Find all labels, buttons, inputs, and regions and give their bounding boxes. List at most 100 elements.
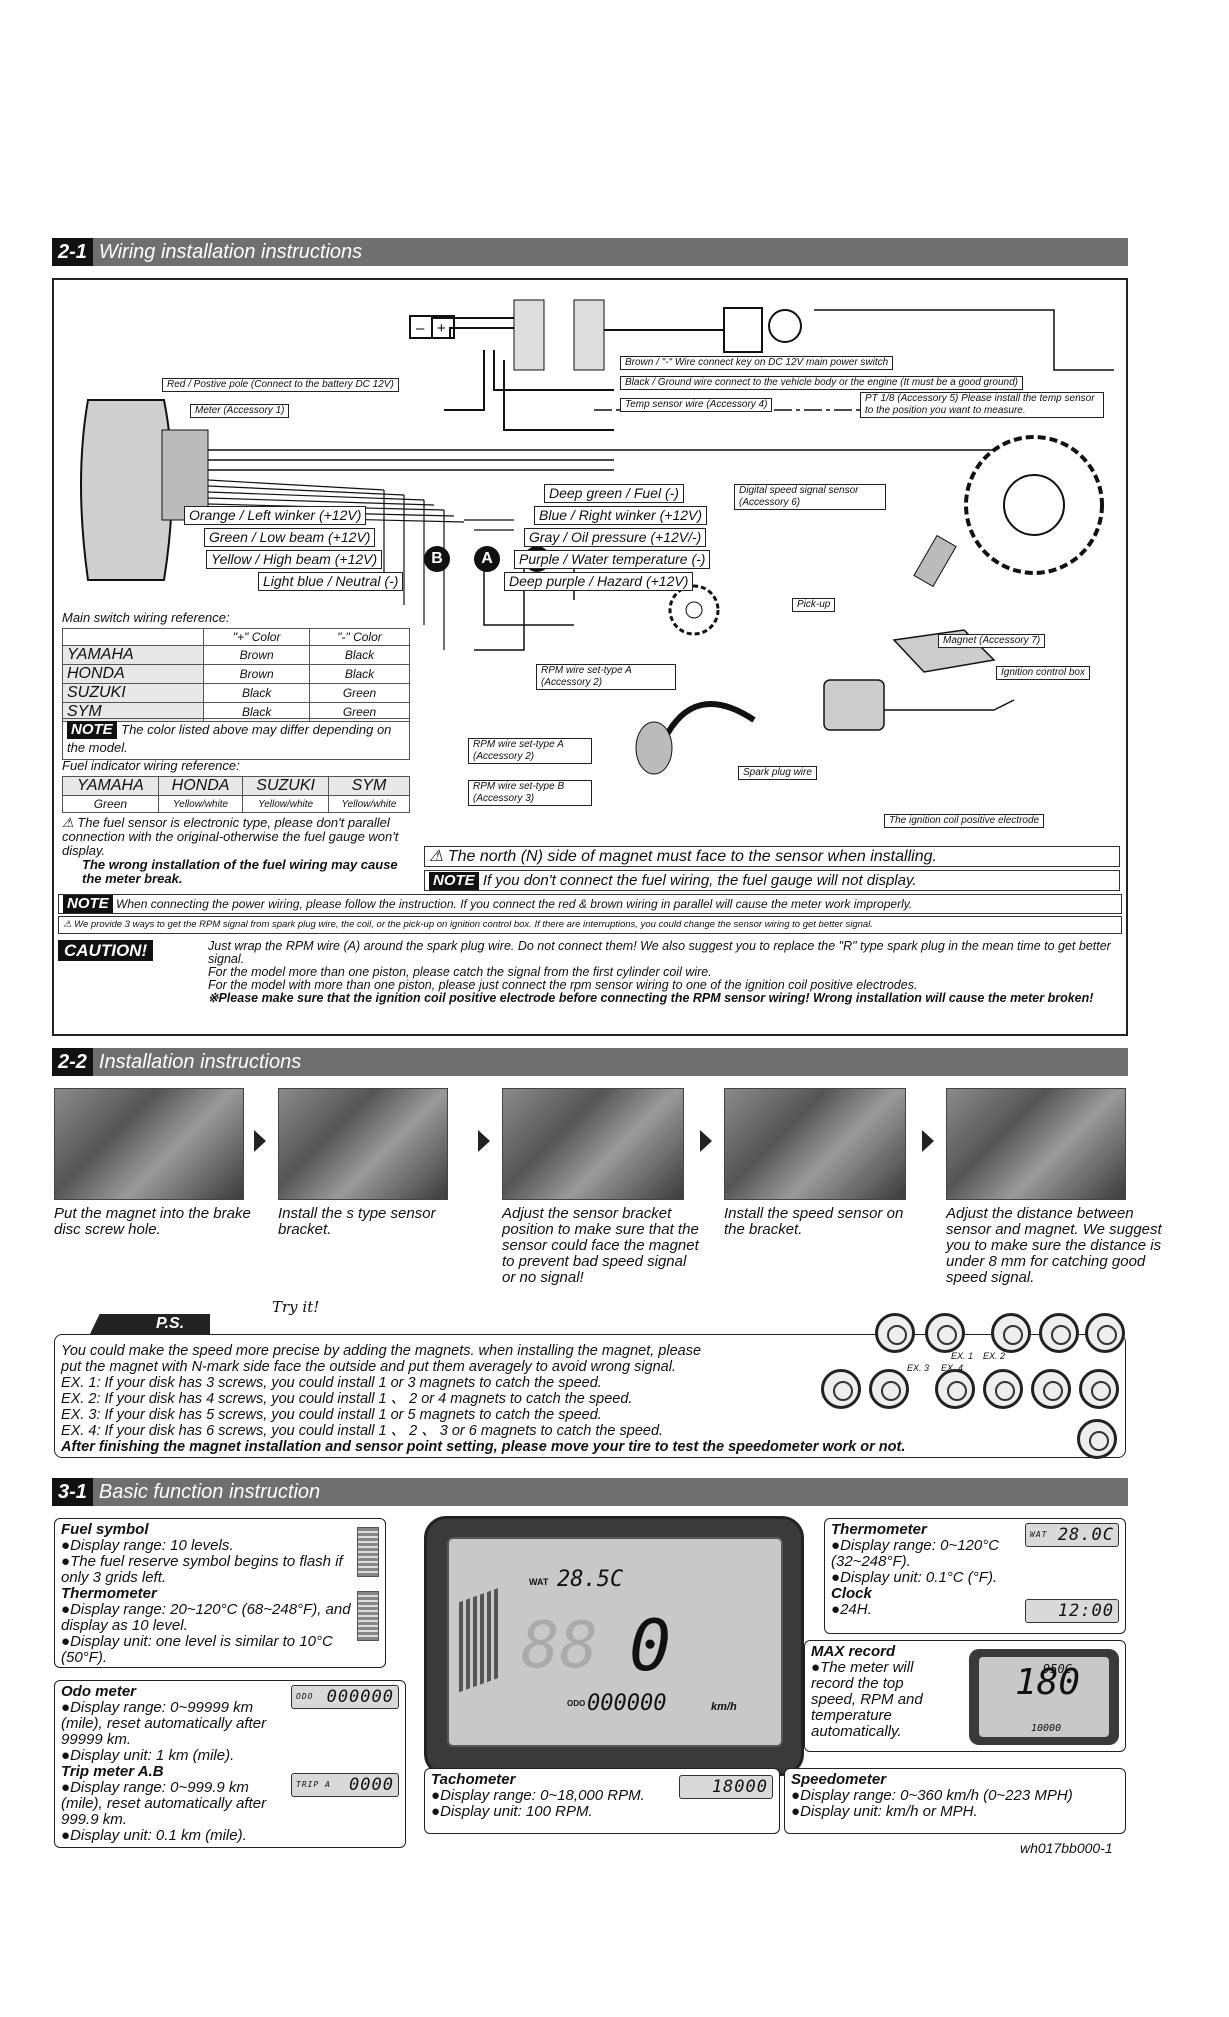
thermo-left-title: Thermometer [61,1585,157,1602]
step-photo-5 [946,1088,1126,1200]
north-warning-box: ⚠ The north (N) side of magnet must face… [424,846,1120,867]
label-pickup: Pick-up [792,598,836,612]
label-black-wire: Black / Ground wire connect to the vehic… [620,376,1024,390]
max-mini-temp: 950C [1043,1662,1072,1676]
connector-b-badge: B [424,546,450,572]
table-cell: SUZUKI [242,776,329,796]
ps-line: EX. 3: If your disk has 5 screws, you co… [61,1407,602,1423]
table-cell: Black [203,702,310,722]
wat-tag: WAT [529,1577,549,1587]
section-number: 2-1 [52,238,93,266]
label-magnet: Magnet (Accessory 7) [938,634,1046,648]
clock-line: ●24H. [831,1601,872,1618]
wire-deep-purple: Deep purple / Hazard (+12V) [504,572,694,591]
label-red-wire: Red / Postive pole (Connect to the batte… [162,378,399,392]
step-photo-3 [502,1088,684,1200]
ps-badge: P.S. [156,1315,185,1332]
thermo-clock-box: Thermometer ●Display range: 0~120°C (32~… [824,1518,1126,1634]
disc-icon [991,1313,1031,1353]
disc-icon [1079,1369,1119,1409]
fuel-ref-title: Fuel indicator wiring reference: [62,758,240,773]
connector-a-badge: A [474,546,500,572]
ps-signature: Try it! [272,1298,320,1316]
temp-gauge-icon [357,1591,379,1641]
label-rpm-b: RPM wire set-type B (Accessory 3) [468,780,592,806]
meter-lcd-panel: WAT 28.5C 88 0 ODO 000000 km/h [447,1537,783,1747]
table-row: YAMAHA Brown Black [61,645,410,665]
thermo-right-line: ●Display unit: 0.1°C (°F). [831,1569,998,1586]
table-cell [61,628,205,646]
caution-bold-line: ※Please make sure that the ignition coil… [208,991,1094,1005]
label-rpm-a2: RPM wire set-type A (Accessory 2) [468,738,592,764]
wire-yellow: Yellow / High beam (+12V) [206,550,383,569]
thermo-right-line: ●Display range: 0~120°C (32~248°F). [831,1537,1000,1570]
label-temp-sensor: Temp sensor wire (Accessory 4) [620,398,773,412]
trip-title: Trip meter A.B [61,1763,164,1780]
fuel-warning-bold: The wrong installation of the fuel wirin… [82,857,398,886]
north-warning-text: The north (N) side of magnet must face t… [447,848,937,865]
step-caption-3: Adjust the sensor bracket position to ma… [502,1205,699,1286]
label-spark-plug: Spark plug wire [738,766,817,780]
warning-triangle-icon: ⚠ [62,815,74,830]
section-number: 3-1 [52,1478,93,1506]
tacho-line: ●Display unit: 100 RPM. [431,1803,593,1820]
step-photo-2 [278,1088,448,1200]
section-title: Basic function instruction [98,1481,321,1503]
main-switch-table: "+" Color "-" Color YAMAHA Brown Black H… [61,628,410,722]
label-digital-speed: Digital speed signal sensor (Accessory 6… [734,484,886,510]
meter-speed-ghost: 88 [521,1609,599,1683]
tire-rotation-icon [1077,1419,1117,1459]
wire-purple: Purple / Water temperature (-) [514,550,711,569]
wiring-diagram-lines: –+ [80,299,1114,775]
ps-line: EX. 1: If your disk has 3 screws, you co… [61,1375,602,1391]
table-row: HONDA Brown Black [61,664,410,684]
table-cell: "+" Color [203,628,310,646]
wire-orange: Orange / Left winker (+12V) [184,506,367,525]
fuel-note-text: If you don't connect the fuel wiring, th… [482,872,917,889]
max-mini-meter: 950C 180 10000 [969,1649,1119,1745]
ps-line: EX. 2: If your disk has 4 screws, you co… [61,1391,633,1407]
main-switch-title: Main switch wiring reference: [62,610,230,625]
caution-block: CAUTION! Just wrap the RPM wire (A) arou… [58,940,1122,1018]
section-number: 2-2 [52,1048,93,1076]
table-cell: Green [62,795,159,813]
table-cell: HONDA [157,776,244,796]
speedometer-box: Speedometer ●Display range: 0~360 km/h (… [784,1768,1126,1834]
table-row: SYM Black Green [61,702,410,722]
table-cell: SUZUKI [61,683,205,703]
label-ignition-box: Ignition control box [996,666,1090,680]
speedo-title: Speedometer [791,1771,887,1788]
disc-icon [821,1369,861,1409]
label-coil-electrode: The ignition coil positive electrode [884,814,1045,828]
arrow-right-icon [922,1130,934,1152]
fuel-gauge-icon [357,1527,379,1577]
table-cell: "-" Color [309,628,410,646]
step-caption-1: Put the magnet into the brake disc screw… [54,1205,251,1238]
table-cell: Black [309,645,410,665]
tachometer-box: Tachometer ●Display range: 0~18,000 RPM.… [424,1768,780,1834]
wiring-diagram-frame: –+ [52,278,1128,1036]
disc-icon [983,1369,1023,1409]
fuel-symbol-line: ●Display range: 10 levels. [61,1537,234,1554]
odo-title: Odo meter [61,1683,137,1700]
table-row: SUZUKI Black Green [61,683,410,703]
tacho-title: Tachometer [431,1771,516,1788]
ex-label: EX. 3 [907,1363,930,1373]
fuel-warning-text: The fuel sensor is electronic type, plea… [62,815,399,858]
note-color-box: NOTE The color listed above may differ d… [62,718,410,760]
meter-display: WAT 28.5C 88 0 ODO 000000 km/h [424,1516,804,1776]
arrow-right-icon [478,1130,490,1152]
table-cell: Brown [203,664,310,684]
section-title: Wiring installation instructions [98,241,363,263]
step-photo-4 [724,1088,906,1200]
wire-gray: Gray / Oil pressure (+12V/-) [524,528,707,547]
caution-line: Just wrap the RPM wire (A) around the sp… [208,939,1111,966]
warning-triangle-icon: ⚠ [429,848,444,865]
thermo-left-line: ●Display range: 20~120°C (68~248°F), and… [61,1601,351,1634]
disc-icon [875,1313,915,1353]
